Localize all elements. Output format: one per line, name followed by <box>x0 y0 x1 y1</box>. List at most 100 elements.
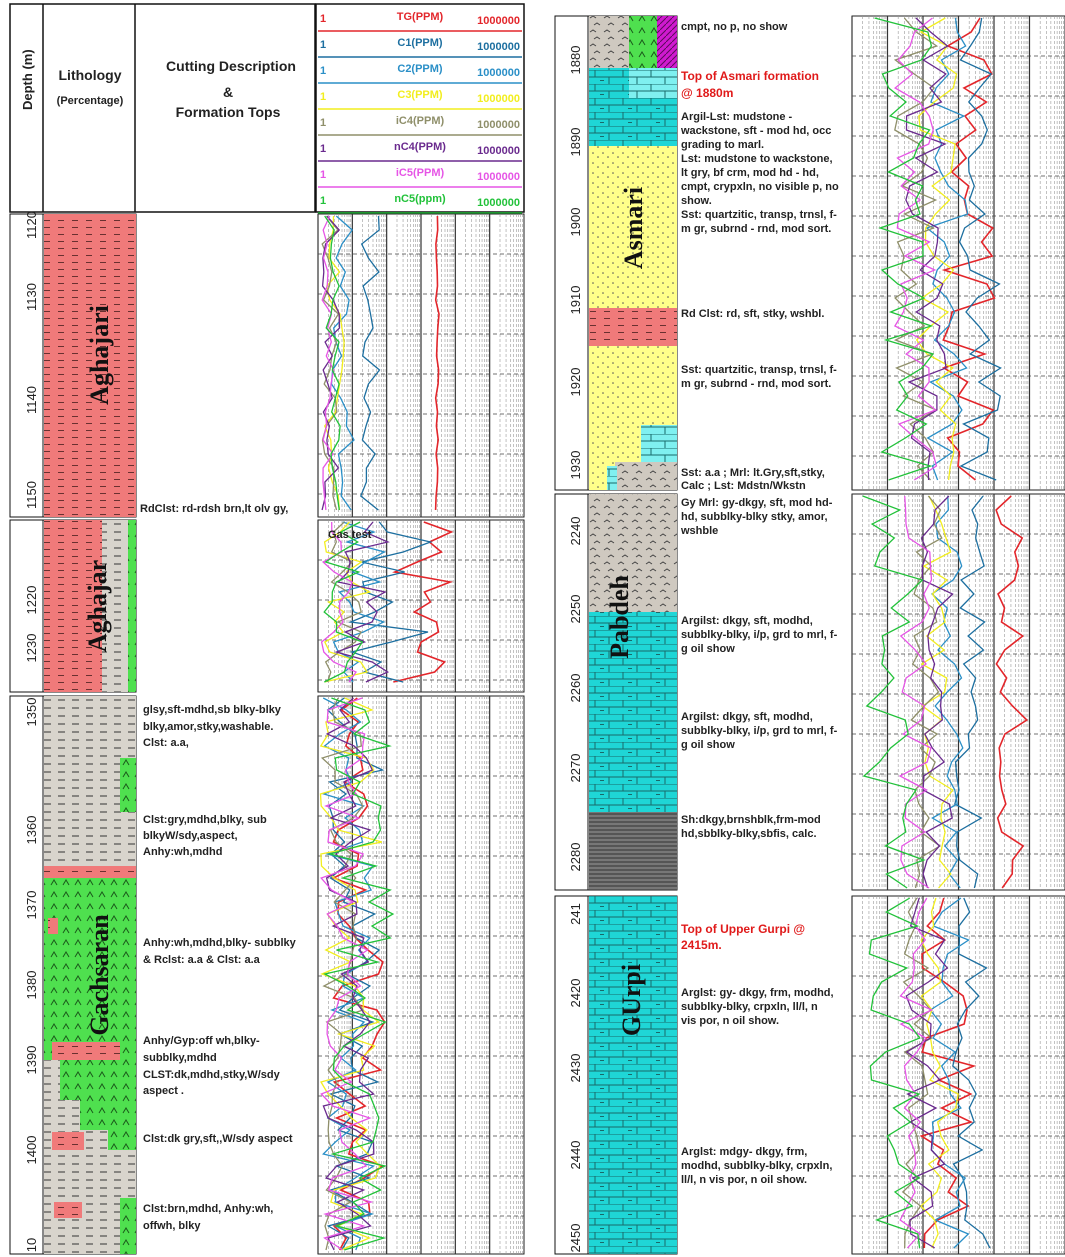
cutting-header-line1: Cutting Description <box>166 58 296 74</box>
cutting-description: Argil-Lst: mudstone - <box>681 111 793 123</box>
cutting-description: RdClst: rd-rdsh brn,lt olv gy, <box>140 503 288 515</box>
cutting-description: offwh, blky <box>143 1220 201 1232</box>
gas-curve-nC4(PPM) <box>322 697 375 1251</box>
depth-tick: 1920 <box>568 368 583 397</box>
lithology-limestone <box>589 896 677 1254</box>
lithology-claystone <box>44 866 136 878</box>
depth-tick: 1910 <box>568 286 583 315</box>
depth-tick: 2270 <box>568 754 583 783</box>
gas-curve-iC4(PPM) <box>910 495 943 889</box>
cutting-description: g oil show <box>681 643 735 655</box>
gas-legend-frame <box>315 3 525 213</box>
legend-max: 1000000 <box>477 171 520 183</box>
gas-curve-TG(PPM) <box>392 521 454 683</box>
cutting-description: cmpt, crypxln, no visible p, no <box>681 181 839 193</box>
depth-tick: 1120 <box>24 211 39 239</box>
depth-tick: 2420 <box>568 979 583 1008</box>
legend-min: 1 <box>320 143 326 155</box>
legend-max: 1000000 <box>477 197 520 209</box>
cutting-description: lt gry, bf crm, mod hd - hd, <box>681 167 819 179</box>
formation-label-aghajar: Aghajar <box>83 560 112 652</box>
depth-tick: 1230 <box>24 634 39 663</box>
cutting-description: m gr, subrnd - rnd, mod sort. <box>681 378 831 390</box>
cutting-description: subblky-blky, i/p, grd to mrl, f- <box>681 629 838 641</box>
gas-curve-nC4(PPM) <box>321 215 341 511</box>
legend-min: 1 <box>320 39 326 51</box>
gas-curves-s5 <box>862 495 1029 889</box>
cutting-description: & Rclst: a.a & Clst: a.a <box>143 954 261 966</box>
section-2: Aghajar 1220 1230 <box>9 519 137 693</box>
gas-tracks <box>317 15 1065 1255</box>
cutting-description: Clst:brn,mdhd, Anhy:wh, <box>143 1203 273 1215</box>
legend-series-name: C2(PPM) <box>397 63 443 75</box>
lithology-claystone <box>44 214 136 517</box>
depth-tick: 1150 <box>24 481 39 509</box>
depth-tick: 1140 <box>24 386 39 414</box>
cutting-description: Argilst: dkgy, sft, modhd, <box>681 711 813 723</box>
lithology-anhydrite <box>629 16 657 68</box>
depth-tick: 241 <box>568 903 583 925</box>
legend-min: 1 <box>320 117 326 129</box>
gas-track-grid <box>317 213 525 518</box>
legend-min: 1 <box>320 91 326 103</box>
formation-top-asmari: Top of Asmari formation <box>681 69 819 83</box>
depth-tick: 2430 <box>568 1054 583 1083</box>
lithology-anhydrite <box>120 758 136 812</box>
legend-max: 1000000 <box>477 41 520 53</box>
gas-curve-iC5(PPM) <box>893 17 938 481</box>
lithology-claystone <box>52 1042 120 1060</box>
formation-label-aghajari: Aghajari <box>85 305 114 405</box>
depth-tick: 1930 <box>568 451 583 480</box>
gas-track-grid <box>851 15 1065 491</box>
depth-tick: 10 <box>24 1238 39 1252</box>
depth-tick: 2450 <box>568 1224 583 1253</box>
gas-curve-nC5(ppm) <box>323 697 395 1251</box>
section-5: Pabdeh 2240 2250 2260 2270 2280 Gy Mrl: … <box>554 493 838 891</box>
lithology-column-subheader: (Percentage) <box>57 95 124 107</box>
legend-max: 1000000 <box>477 15 520 27</box>
section-1: Aghajari 1120 1130 1140 1150 RdClst: rd-… <box>9 211 288 518</box>
depth-tick: 2280 <box>568 843 583 872</box>
cutting-description: Arglst: mdgy- dkgy, frm, <box>681 1146 807 1158</box>
gas-curve-iC5(PPM) <box>899 897 934 1249</box>
formation-top-gurpi-depth: 2415m. <box>681 938 722 952</box>
gas-curve-C3(PPM) <box>323 215 345 511</box>
legend-max: 1000000 <box>477 67 520 79</box>
gas-curves-s2 <box>320 521 454 683</box>
formation-label-asmari: Asmari <box>619 187 648 269</box>
cutting-description: Clst:gry,mdhd,blky, sub <box>143 814 267 826</box>
gas-curve-C3(PPM) <box>919 897 959 1249</box>
legend-min: 1 <box>320 65 326 77</box>
gas-curve-C1(PPM) <box>952 897 991 1249</box>
gas-curve-nC5(ppm) <box>874 17 935 481</box>
cutting-descriptions-gachsaran: glsy,sft-mdhd,sb blky-blky blky,amor,stk… <box>143 704 297 1232</box>
lithology-claystone <box>589 308 677 346</box>
cutting-description: modhd, subblky-blky, crpxln, <box>681 1160 832 1172</box>
gas-curve-nC5(ppm) <box>862 495 926 889</box>
legend-series-name: nC5(ppm) <box>394 193 446 205</box>
gas-curve-C2(PPM) <box>930 495 964 889</box>
lithology-marl <box>102 520 128 692</box>
cutting-description: wshble <box>680 525 718 537</box>
cutting-description: Gy Mrl: gy-dkgy, sft, mod hd- <box>681 497 833 509</box>
lithology-claystone <box>54 1202 82 1218</box>
cutting-description: Sst: quartzitic, transp, trnsl, f- <box>681 364 837 376</box>
gas-track-grid <box>851 895 1065 1255</box>
gas-curve-C2(PPM) <box>929 897 970 1249</box>
lithology-claystone <box>44 520 102 692</box>
lithology-column-header: Lithology <box>59 67 122 83</box>
depth-tick: 2240 <box>568 517 583 546</box>
legend-series-name: iC5(PPM) <box>396 167 445 179</box>
gas-curves-s4 <box>874 17 1002 481</box>
gas-curve-nC4(PPM) <box>905 897 949 1249</box>
gas-curve-C2(PPM) <box>332 521 387 683</box>
cutting-description: hd, subblky-blky stky, amor, <box>681 511 828 523</box>
cutting-description: Anhy/Gyp:off wh,blky- <box>143 1035 260 1047</box>
lithology-gypsiferous-marl <box>615 462 677 490</box>
depth-tick: 1380 <box>24 971 39 1000</box>
legend-min: 1 <box>320 195 326 207</box>
cutting-description: Sst: a.a ; Mrl: lt.Gry,sft,stky, <box>681 467 825 479</box>
header-frame <box>9 3 316 213</box>
gas-curve-C2(PPM) <box>925 17 969 481</box>
